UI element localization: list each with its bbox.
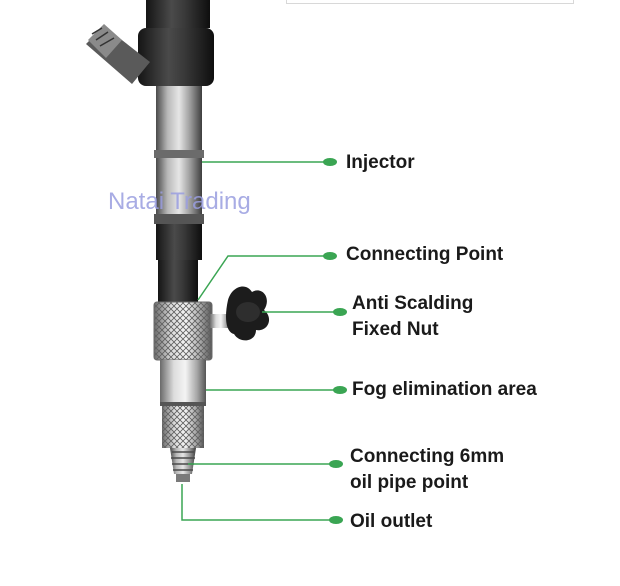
label-connecting-6mm-line1: Connecting 6mm (350, 446, 505, 467)
label-connecting-point: Connecting Point (346, 244, 504, 265)
fog-elimination-body (160, 360, 206, 404)
lower-knurled-section (162, 406, 204, 448)
watermark: Natai Trading (108, 188, 251, 215)
oil-pipe-fitting (170, 448, 196, 482)
injector-nozzle-body (156, 224, 202, 260)
label-injector: Injector (346, 152, 415, 173)
anti-scalding-knob (210, 286, 270, 341)
top-frame (286, 0, 574, 4)
label-anti-scalding-line1: Anti Scalding (352, 293, 474, 314)
label-anti-scalding-line2: Fixed Nut (352, 319, 439, 340)
leader-lines (181, 161, 340, 521)
label-fog-elimination: Fog elimination area (352, 379, 537, 400)
injector-top-body (86, 0, 214, 86)
leader-connecting-point (197, 255, 330, 301)
knurled-nut (153, 301, 213, 361)
leader-oil-outlet (181, 484, 336, 521)
label-connecting-6mm-line2: oil pipe point (350, 472, 469, 493)
label-oil-outlet: Oil outlet (350, 511, 433, 532)
injector-upper-shaft (156, 86, 202, 176)
leader-dots (323, 158, 347, 524)
